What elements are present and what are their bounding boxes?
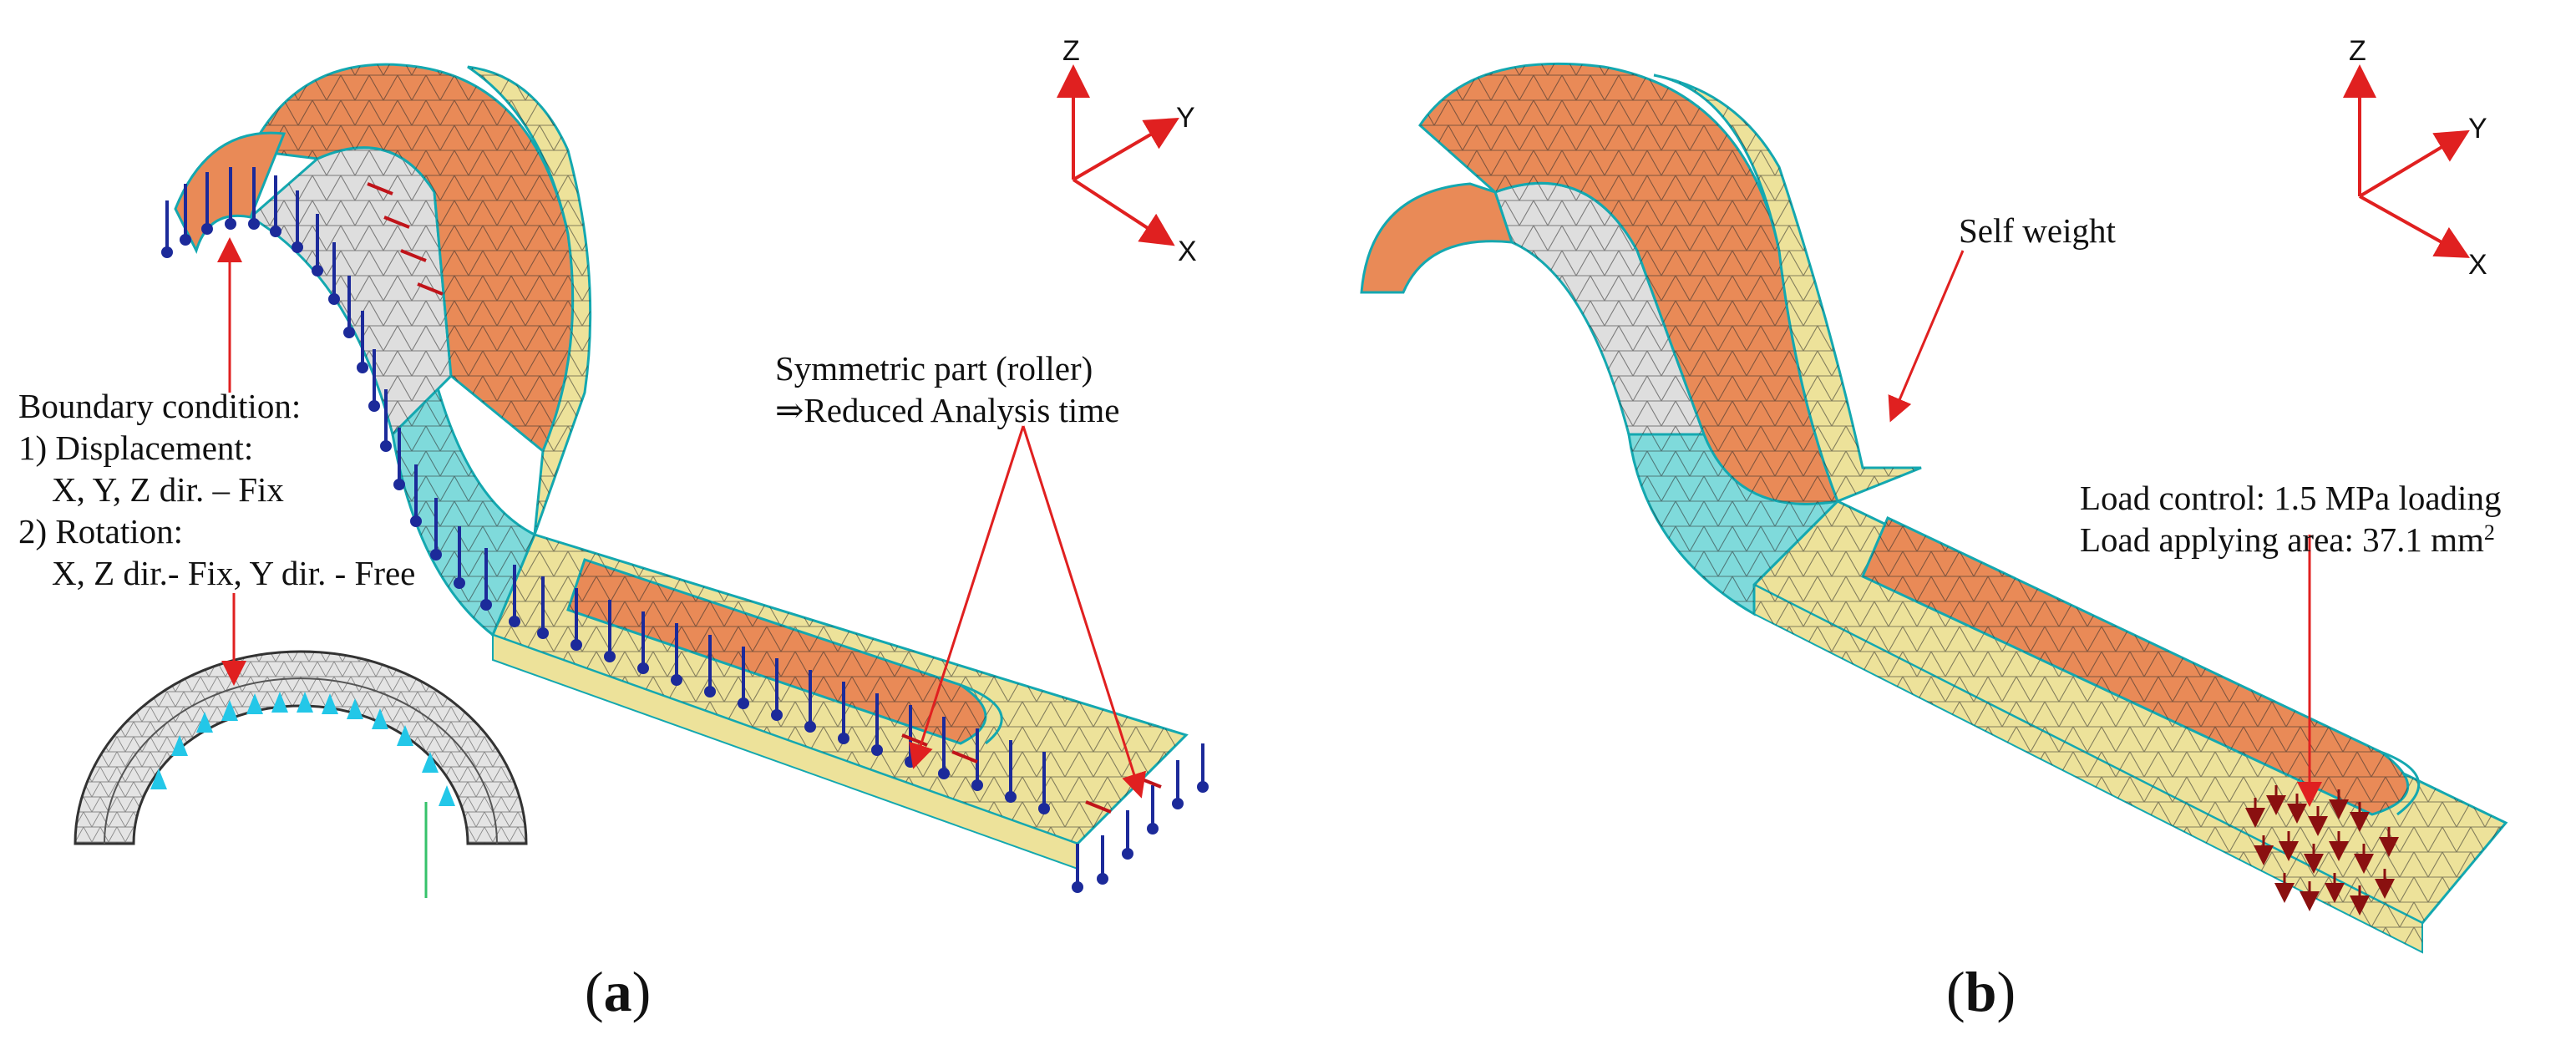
panel-b-label: (b): [1946, 960, 2016, 1023]
panel-a: Z Y X Boundary condition: 1) Displacemen…: [18, 35, 1209, 1023]
panel-a-inset-supports: [150, 692, 455, 806]
self-weight-label: Self weight: [1959, 211, 2116, 250]
panel-b-axis-z: Z: [2349, 35, 2366, 67]
symmetric-line-2: ⇒Reduced Analysis time: [775, 391, 1119, 429]
panel-b: Z Y X Self weight Load control: 1.5 MPa …: [1360, 35, 2508, 1023]
boundary-line-4: 2) Rotation:: [18, 512, 183, 550]
panel-a-fe-model: [174, 63, 1189, 870]
load-area-label: Load applying area: 37.1 mm2: [2080, 520, 2495, 560]
load-arrow-icon: [2245, 785, 2399, 916]
support-arrow-icon: [161, 167, 1050, 814]
panel-b-axis-x: X: [2468, 249, 2487, 281]
boundary-line-1: Boundary condition:: [18, 387, 301, 425]
panel-a-label: (a): [585, 960, 651, 1023]
boundary-line-5: X, Z dir.- Fix, Y dir. - Free: [52, 554, 415, 592]
panel-b-hook: [1360, 182, 1514, 294]
panel-a-axis-z: Z: [1062, 35, 1080, 67]
panel-a-axis-y: Y: [1176, 102, 1195, 134]
panel-b-annotation-arrows: [1888, 250, 2322, 807]
panel-a-boundary-text: Boundary condition: 1) Displacement: X, …: [18, 387, 415, 592]
boundary-line-2: 1) Displacement:: [18, 429, 253, 467]
panel-a-axes: Z Y X: [1057, 35, 1197, 267]
panel-a-annotation-arrows: [217, 237, 1147, 799]
panel-a-end-supports: [1072, 743, 1209, 893]
panel-b-load-arrows: [2245, 785, 2399, 916]
panel-a-inset-model: [74, 650, 528, 898]
symmetric-line-1: Symmetric part (roller): [775, 349, 1093, 388]
support-arrow-icon: [150, 692, 455, 806]
panel-a-axis-x: X: [1178, 236, 1197, 267]
panel-a-roller-arrows: [367, 182, 1162, 814]
panel-a-fixed-supports: [161, 167, 1209, 893]
load-control-label: Load control: 1.5 MPa loading: [2080, 479, 2501, 517]
panel-a-symmetric-text: Symmetric part (roller) ⇒Reduced Analysi…: [775, 349, 1119, 429]
coordinate-axes-icon: [1057, 64, 1179, 246]
coordinate-axes-icon: [2343, 64, 2470, 258]
boundary-line-3: X, Y, Z dir. – Fix: [52, 470, 284, 509]
panel-b-axes: Z Y X: [2343, 35, 2487, 281]
panel-b-axis-y: Y: [2468, 113, 2487, 145]
